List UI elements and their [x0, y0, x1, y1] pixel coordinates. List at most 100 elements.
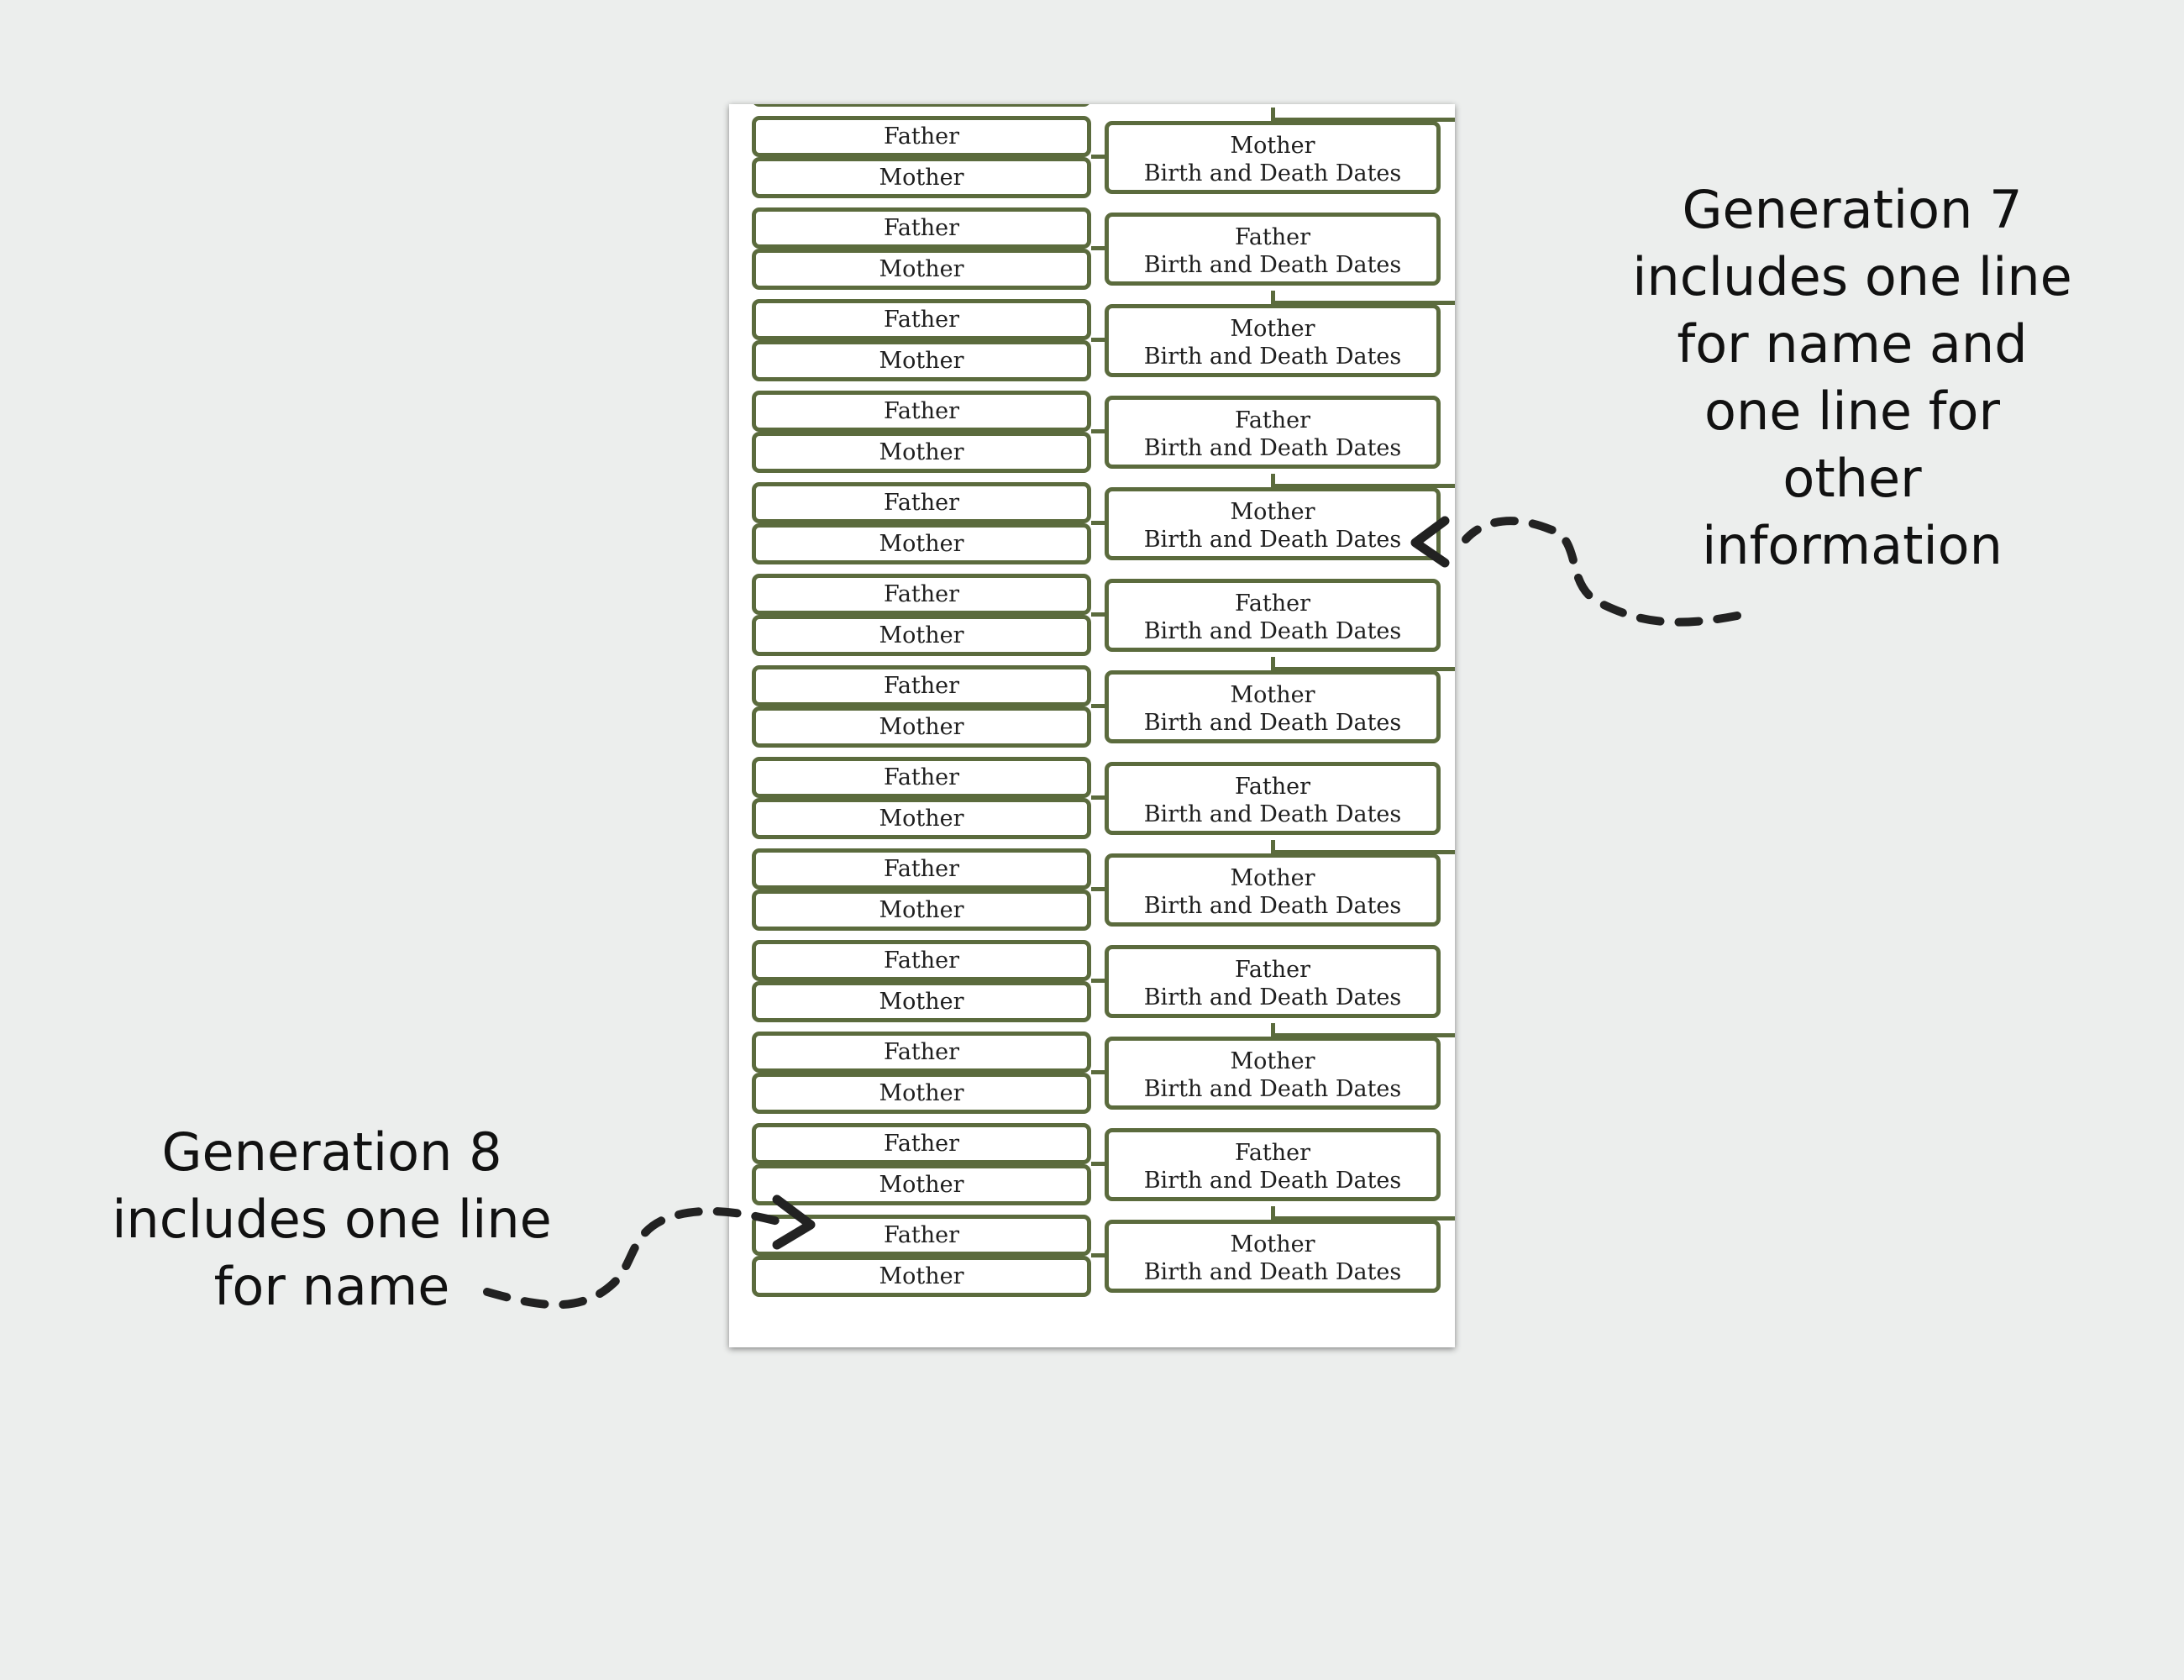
- gen8-father-box[interactable]: Father: [752, 482, 1091, 523]
- connector-line: [1091, 887, 1105, 891]
- connector-line: [1091, 521, 1105, 525]
- annotation-line: Generation 7: [1682, 179, 2023, 240]
- gen6-connector: [1271, 291, 1275, 306]
- gen8-mother-box[interactable]: Mother: [752, 523, 1091, 564]
- gen7-name-line: Mother: [1230, 133, 1315, 159]
- connector-line: [1091, 979, 1105, 983]
- gen7-name-line: Father: [1234, 1140, 1311, 1166]
- generation-7-annotation: Generation 7 includes one line for name …: [1613, 176, 2092, 580]
- connector-line: [1091, 246, 1105, 250]
- gen7-info-line: Birth and Death Dates: [1143, 252, 1402, 278]
- gen7-info-line: Birth and Death Dates: [1143, 527, 1402, 553]
- arrowhead-generation-7: [1410, 516, 1450, 568]
- gen7-name-line: Mother: [1230, 499, 1315, 525]
- gen8-mother-box[interactable]: Mother: [752, 340, 1091, 381]
- gen7-name-line: Mother: [1230, 316, 1315, 342]
- connector-line: [1091, 1253, 1105, 1257]
- annotation-line: Generation 8: [161, 1121, 502, 1183]
- gen7-info-line: Birth and Death Dates: [1143, 893, 1402, 919]
- gen8-father-box[interactable]: Father: [752, 299, 1091, 340]
- gen8-mother-box[interactable]: Mother: [752, 615, 1091, 656]
- gen6-connector: [1271, 1023, 1275, 1038]
- gen7-info-line: Birth and Death Dates: [1143, 435, 1402, 461]
- gen7-info-line: Birth and Death Dates: [1143, 160, 1402, 186]
- gen8-father-box[interactable]: Father: [752, 665, 1091, 706]
- gen7-name-line: Father: [1234, 591, 1311, 617]
- gen6-connector: [1271, 840, 1275, 855]
- gen8-father-box[interactable]: Father: [752, 848, 1091, 890]
- gen8-father-box[interactable]: Father: [752, 1032, 1091, 1073]
- connector-line: [1091, 1162, 1105, 1166]
- gen7-name-line: Father: [1234, 224, 1311, 250]
- gen7-info-line: Birth and Death Dates: [1143, 1259, 1402, 1285]
- gen7-info-line: Birth and Death Dates: [1143, 984, 1402, 1011]
- connector-line: [1091, 795, 1105, 800]
- gen7-info-line: Birth and Death Dates: [1143, 710, 1402, 736]
- gen6-connector: [1271, 1206, 1275, 1221]
- gen8-father-box[interactable]: Father: [752, 757, 1091, 798]
- gen8-mother-box[interactable]: Mother: [752, 1164, 1091, 1205]
- gen7-info-line: Birth and Death Dates: [1143, 801, 1402, 827]
- annotation-line: for name and: [1677, 313, 2028, 375]
- gen8-mother-box[interactable]: Mother: [752, 432, 1091, 473]
- gen8-father-box[interactable]: Father: [752, 391, 1091, 432]
- gen8-father-box[interactable]: Father: [752, 940, 1091, 981]
- annotation-line: includes one line: [112, 1189, 552, 1250]
- gen8-mother-box[interactable]: Mother: [752, 157, 1091, 198]
- annotation-line: information: [1702, 515, 2003, 576]
- gen7-name-line: Mother: [1230, 1048, 1315, 1074]
- gen6-connector: [1271, 474, 1275, 489]
- annotation-line: for name: [213, 1256, 450, 1317]
- gen8-mother-box[interactable]: Mother: [752, 1073, 1091, 1114]
- gen6-connector: [1271, 657, 1275, 672]
- gen7-name-line: Mother: [1230, 1231, 1315, 1257]
- annotation-line: one line for: [1704, 381, 2000, 442]
- gen8-father-box[interactable]: Father: [752, 116, 1091, 157]
- connector-line: [1091, 429, 1105, 433]
- gen8-father-box[interactable]: Father: [752, 1123, 1091, 1164]
- gen7-name-line: Father: [1234, 957, 1311, 983]
- dashed-arrow-generation-8: [483, 1207, 785, 1310]
- gen7-info-line: Birth and Death Dates: [1143, 618, 1402, 644]
- gen6-connector: [1271, 667, 1455, 671]
- gen8-mother-box[interactable]: Mother: [752, 981, 1091, 1022]
- gen6-connector: [1271, 118, 1455, 122]
- gen6-connector: [1271, 1033, 1455, 1037]
- annotation-line: includes one line: [1632, 246, 2072, 307]
- gen8-mother-box[interactable]: Mother: [752, 706, 1091, 748]
- gen6-connector: [1271, 484, 1455, 488]
- connector-line: [1091, 338, 1105, 342]
- connector-line: [1091, 1070, 1105, 1074]
- gen7-info-line: Birth and Death Dates: [1143, 1168, 1402, 1194]
- arrowhead-generation-8: [772, 1194, 816, 1250]
- gen8-mother-box[interactable]: Mother: [752, 249, 1091, 290]
- gen7-name-line: Father: [1234, 774, 1311, 800]
- generation-8-annotation: Generation 8 includes one line for name: [92, 1119, 571, 1320]
- gen8-mother-box[interactable]: Mother: [752, 798, 1091, 839]
- connector-line: [1091, 155, 1105, 159]
- dashed-arrow-generation-7: [1462, 517, 1741, 627]
- gen7-info-line: Birth and Death Dates: [1143, 344, 1402, 370]
- annotation-line: other: [1782, 448, 1922, 509]
- gen8-father-box[interactable]: Father: [752, 207, 1091, 249]
- gen8-mother-box[interactable]: Mother: [752, 1256, 1091, 1297]
- gen6-connector: [1271, 850, 1455, 854]
- gen8-father-box[interactable]: Father: [752, 574, 1091, 615]
- gen8-mother-box[interactable]: Mother: [752, 890, 1091, 931]
- gen7-name-line: Father: [1234, 407, 1311, 433]
